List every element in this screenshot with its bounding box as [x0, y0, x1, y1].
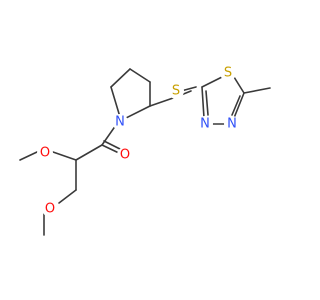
bond-carbonyl-ch: [75, 144, 103, 161]
molecule-structure-diagram: O O O N N N S S: [19, 65, 271, 236]
bond-tz-s-c5: [233, 76, 245, 94]
bond-tz-n3-c2: [201, 86, 205, 119]
atom-o-methoxy-label: O: [40, 146, 50, 161]
atom-n-pyrrolidine-label: N: [115, 115, 125, 130]
atom-n-thiadiazole-3-label: N: [200, 117, 210, 132]
atom-o-carbonyl: O: [117, 147, 133, 163]
bond-tz-n3-c2-double: [205, 90, 209, 116]
bond-c5-ch2: [149, 96, 177, 107]
bond-c5-n1: [123, 105, 151, 120]
atom-n-thiadiazole-4: N: [224, 116, 240, 132]
atom-n-thiadiazole-4-label: N: [227, 117, 237, 132]
bond-n1-carbonyl: [101, 124, 117, 146]
bond-n1-c2: [110, 86, 121, 118]
atom-s-thiadiazole-label: S: [224, 66, 232, 81]
bond-ch-ome: [52, 151, 77, 161]
atom-o-ether: O: [42, 201, 58, 217]
atom-o-ether-label: O: [45, 202, 55, 217]
atom-o-carbonyl-label: O: [120, 148, 130, 163]
bond-ome-methyl: [19, 151, 38, 161]
bond-carbonyl-o-double: [103, 140, 121, 150]
bond-c2-c3: [110, 68, 131, 88]
bond-c3-c4: [129, 68, 151, 83]
bond-tz-c5-n4: [233, 92, 245, 119]
atom-n-thiadiazole-3: N: [197, 116, 213, 132]
bond-tz-c2-s: [201, 76, 223, 88]
bond-tz-c5-n4-double: [231, 95, 241, 116]
atom-s-thiadiazole: S: [220, 65, 236, 81]
bond-c5-methyl: [243, 87, 271, 94]
atom-s-thioether-label: S: [172, 84, 180, 99]
bond-layer: [19, 68, 271, 236]
atom-s-thioether: S: [168, 83, 184, 99]
atom-label-layer: O O O N N N S S: [37, 65, 240, 217]
bond-ch2-o: [58, 189, 77, 204]
atom-n-pyrrolidine: N: [112, 114, 128, 130]
atom-o-methoxy: O: [37, 145, 53, 161]
